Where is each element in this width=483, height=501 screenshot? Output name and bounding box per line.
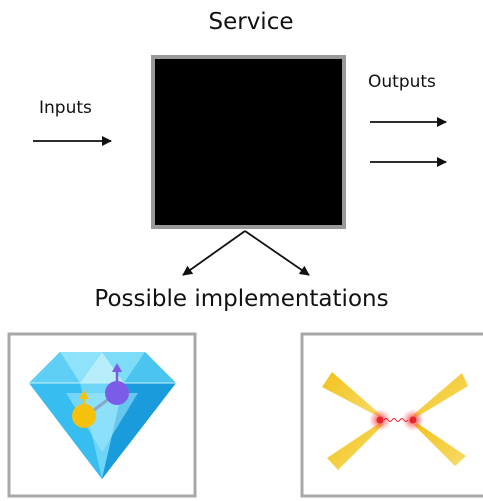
inputs-label: Inputs — [39, 98, 92, 118]
branch-arrow-right — [244, 230, 310, 276]
branch-arrow-left — [182, 230, 246, 276]
implementations-label: Possible implementations — [94, 286, 389, 312]
trapped-ions-lasers-icon — [322, 372, 468, 470]
implementation-frame-right — [300, 332, 483, 498]
outputs-label: Outputs — [368, 72, 436, 92]
service-title: Service — [208, 9, 294, 35]
black-box-service — [151, 55, 346, 229]
diamond-nv-center-icon — [29, 352, 176, 479]
